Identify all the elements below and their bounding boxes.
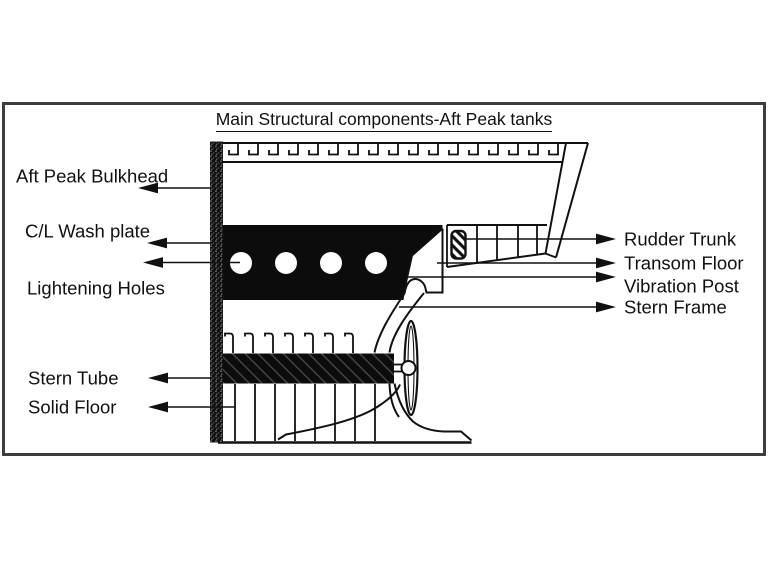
label-solid-floor: Solid Floor [28,396,117,418]
leader-stern-frame [399,301,616,313]
deck-beam-brackets [228,144,559,156]
leader-lightening-holes [143,257,240,268]
rudder-trunk-section [450,229,467,260]
label-lightening-holes: Lightening Holes [27,277,165,299]
deck-structure [223,142,588,163]
stern-frame-outline [277,227,473,442]
leader-lines-right [399,233,616,313]
page-title-text: Main Structural components-Aft Peak tank… [215,109,553,132]
floor-stiffeners [224,332,354,353]
leader-solid-floor [148,401,235,413]
label-rudder-trunk: Rudder Trunk [624,228,737,250]
label-transom-floor: Transom Floor [624,252,744,274]
transom-floor-grid [446,224,557,268]
lightening-hole [275,252,297,274]
leader-lines-left [138,182,240,413]
lightening-holes-group [230,252,387,274]
label-vibration-post: Vibration Post [624,275,739,297]
leader-vibration-post [408,271,616,283]
leader-transom-floor [437,257,616,269]
leader-cl-wash-plate [147,237,211,249]
cl-wash-plate-band [218,225,443,300]
stern-tube-band [218,353,394,384]
diagram-frame [2,102,766,456]
lightening-hole [320,252,342,274]
label-stern-frame: Stern Frame [624,296,727,318]
leader-aft-peak-bulkhead [138,182,211,194]
leader-rudder-trunk [466,233,616,245]
transom-plate [544,142,589,258]
page-title: Main Structural components-Aft Peak tank… [0,109,768,132]
propeller [394,319,419,417]
label-stern-tube: Stern Tube [28,367,119,389]
solid-floors [234,384,376,441]
label-aft-peak-bulkhead: Aft Peak Bulkhead [16,165,169,187]
label-cl-wash-plate: C/L Wash plate [25,220,151,242]
aft-peak-bulkhead-bar [210,141,223,443]
lightening-hole [230,252,252,274]
leader-stern-tube [148,372,211,384]
propeller-boss [400,360,417,376]
lightening-hole [365,252,387,274]
